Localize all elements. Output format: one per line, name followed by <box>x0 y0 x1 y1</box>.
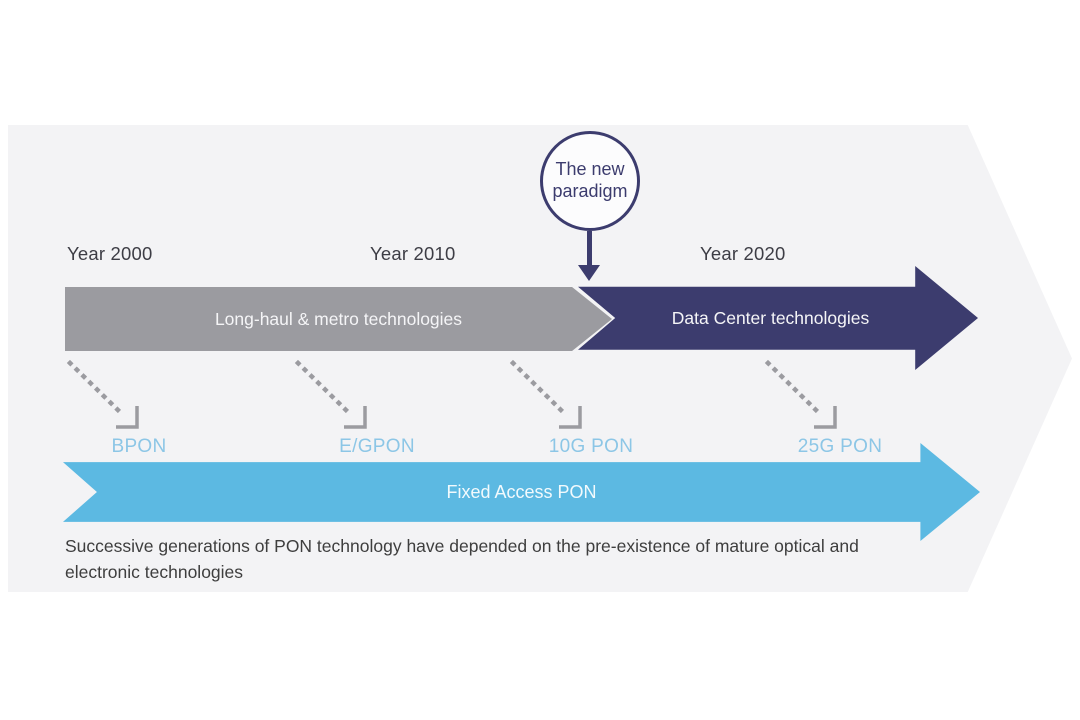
year-label-2010: Year 2010 <box>370 243 456 264</box>
dashed-dependency-arrow-icon <box>509 359 582 429</box>
paradigm-pointer-arrow <box>587 231 592 266</box>
paradigm-callout-circle: The new paradigm <box>540 131 640 231</box>
diagram-caption: Successive generations of PON technology… <box>65 536 859 582</box>
pon-generation-label-25gpon: 25G PON <box>797 436 883 457</box>
paradigm-pointer-arrowhead-icon <box>578 265 600 281</box>
long-haul-era-label: Long-haul & metro technologies <box>214 308 463 329</box>
dashed-dependency-arrow-icon <box>764 359 837 429</box>
pon-generation-label-bpon: BPON <box>111 436 167 457</box>
year-label-2020: Year 2020 <box>700 243 786 264</box>
paradigm-callout-label: The new paradigm <box>552 159 628 201</box>
data-center-era-label: Data Center technologies <box>671 307 870 328</box>
dashed-dependency-arrow-icon <box>294 359 367 429</box>
year-label-2000: Year 2000 <box>67 243 153 264</box>
pon-generation-label-egpon: E/GPON <box>339 436 415 457</box>
dashed-dependency-arrow-icon <box>66 359 139 429</box>
pon-generation-label-10gpon: 10G PON <box>548 436 634 457</box>
fixed-access-pon-label: Fixed Access PON <box>446 481 597 502</box>
long-haul-era-arrow: Long-haul & metro technologies <box>65 287 612 351</box>
